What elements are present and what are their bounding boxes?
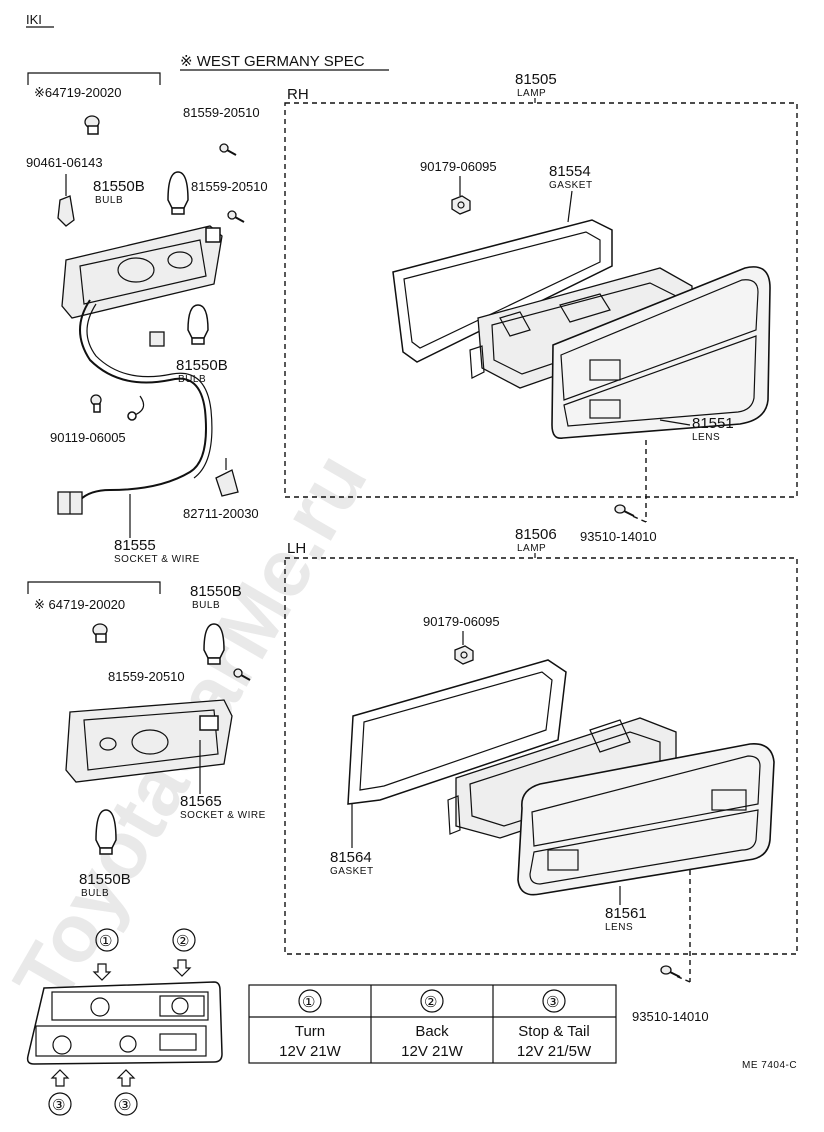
reference-code: ME 7404-C <box>742 1060 797 1071</box>
callout-2: ② <box>176 933 189 950</box>
upper-clamp <box>215 458 239 497</box>
upper-bulb-top <box>167 171 189 215</box>
callout-3a: ③ <box>52 1097 65 1114</box>
lower-bulb-top-number: 81550B <box>190 583 242 600</box>
rh-gasket-name: GASKET <box>549 180 593 191</box>
upper-bolt <box>90 394 102 413</box>
lower-bulb-top <box>203 623 225 665</box>
upper-clip-number: 90461-06143 <box>26 155 103 170</box>
lower-bulb-bottom-number: 81550B <box>79 871 131 888</box>
table-col2-spec: 12V 21W <box>401 1043 464 1060</box>
rh-nut-number: 90179-06095 <box>420 159 497 174</box>
table-col1-use: Turn <box>295 1023 325 1040</box>
callout-3b: ③ <box>118 1097 131 1114</box>
bulb-position-panel: ① ② ③ ③ <box>26 928 223 1116</box>
rh-lamp-name: LAMP <box>517 88 546 99</box>
lower-socket-number: 81565 <box>180 793 222 810</box>
lower-socket-group: ※ 64719-20020 81550B BULB 81559-20510 81… <box>27 581 266 899</box>
table-col1-number: ① <box>302 994 315 1011</box>
upper-screw-a-number: 81559-20510 <box>183 105 260 120</box>
table-col3-use: Stop & Tail <box>518 1023 589 1040</box>
lh-lamp-name: LAMP <box>517 543 546 554</box>
upper-screw-b-number: 81559-20510 <box>191 179 268 194</box>
upper-socket-group: ※64719-20020 81559-20510 90461-06143 815… <box>26 72 268 565</box>
lower-screw <box>233 668 251 681</box>
arrow-down-icon <box>92 963 112 981</box>
lh-gasket-name: GASKET <box>330 866 374 877</box>
rh-lens-number: 81551 <box>692 415 734 432</box>
rh-screw-number: 93510-14010 <box>580 529 657 544</box>
lh-screw <box>660 965 681 978</box>
lh-lens-number: 81561 <box>605 905 647 922</box>
lh-nut-number: 90179-06095 <box>423 614 500 629</box>
rh-side-label: RH <box>287 86 309 103</box>
rh-gasket-number: 81554 <box>549 163 591 180</box>
upper-bolt-number: 90119-06005 <box>50 430 126 445</box>
upper-socket-number: 81555 <box>114 537 156 554</box>
lh-nut <box>454 645 474 665</box>
spec-header: ※ WEST GERMANY SPEC <box>180 53 365 70</box>
upper-connector <box>57 491 83 515</box>
upper-socket-name: SOCKET & WIRE <box>114 554 200 565</box>
upper-bulb-mid-number: 81550B <box>176 357 228 374</box>
upper-socket-plate <box>61 225 223 319</box>
upper-clamp-number: 82711-20030 <box>183 506 259 521</box>
lh-gasket-number: 81564 <box>330 849 372 866</box>
rh-lamp-number: 81505 <box>515 71 557 88</box>
upper-clip <box>57 174 75 227</box>
upper-spec-part-number: ※64719-20020 <box>34 85 122 100</box>
lh-lens-name: LENS <box>605 922 633 933</box>
table-col1-spec: 12V 21W <box>279 1043 342 1060</box>
upper-bulb-mid <box>187 304 209 345</box>
upper-screw-a <box>219 143 237 156</box>
upper-screw-b <box>227 210 245 223</box>
arrow-up-icon <box>50 1069 70 1087</box>
rh-gasket <box>392 219 613 363</box>
table-col2-number: ② <box>424 994 437 1011</box>
upper-bulb-top-name: BULB <box>95 195 123 206</box>
arrow-down-icon <box>172 959 192 977</box>
lh-gasket <box>347 659 567 805</box>
lower-screw-number: 81559-20510 <box>108 669 185 684</box>
lower-spec-part <box>92 623 108 643</box>
lh-side-label: LH <box>287 540 306 557</box>
lower-bulb-bottom-name: BULB <box>81 888 109 899</box>
arrow-up-icon <box>116 1069 136 1087</box>
lower-bulb-top-name: BULB <box>192 600 220 611</box>
lh-screw-number: 93510-14010 <box>632 1009 709 1024</box>
upper-spec-part <box>84 115 100 135</box>
rh-nut <box>451 195 471 215</box>
upper-bulb-top-number: 81550B <box>93 178 145 195</box>
corner-label: IKI <box>26 12 42 27</box>
rh-lens-name: LENS <box>692 432 720 443</box>
lower-spec-part-number: ※ 64719-20020 <box>34 597 125 612</box>
callout-1: ① <box>99 933 112 950</box>
rh-lens <box>551 266 771 440</box>
lh-lens <box>517 743 775 896</box>
upper-bulb-mid-name: BULB <box>178 374 206 385</box>
table-col2-use: Back <box>415 1023 449 1040</box>
lh-lamp-group: LH 81506 LAMP 90179-06095 81564 GASKET <box>284 526 798 1024</box>
rh-lamp-group: RH 81505 LAMP 90179-06095 81554 GASKET <box>284 71 798 544</box>
table-col3-spec: 12V 21/5W <box>517 1043 592 1060</box>
rh-screw <box>614 504 635 517</box>
bulb-spec-table: ① ② ③ Turn 12V 21W Back 12V 21W Stop & T… <box>248 984 617 1064</box>
table-col3-number: ③ <box>546 994 559 1011</box>
upper-wire-harness <box>79 299 213 501</box>
lower-bulb-bottom <box>95 809 117 855</box>
lh-lamp-number: 81506 <box>515 526 557 543</box>
lower-socket-name: SOCKET & WIRE <box>180 810 266 821</box>
lower-socket-plate <box>65 699 233 783</box>
